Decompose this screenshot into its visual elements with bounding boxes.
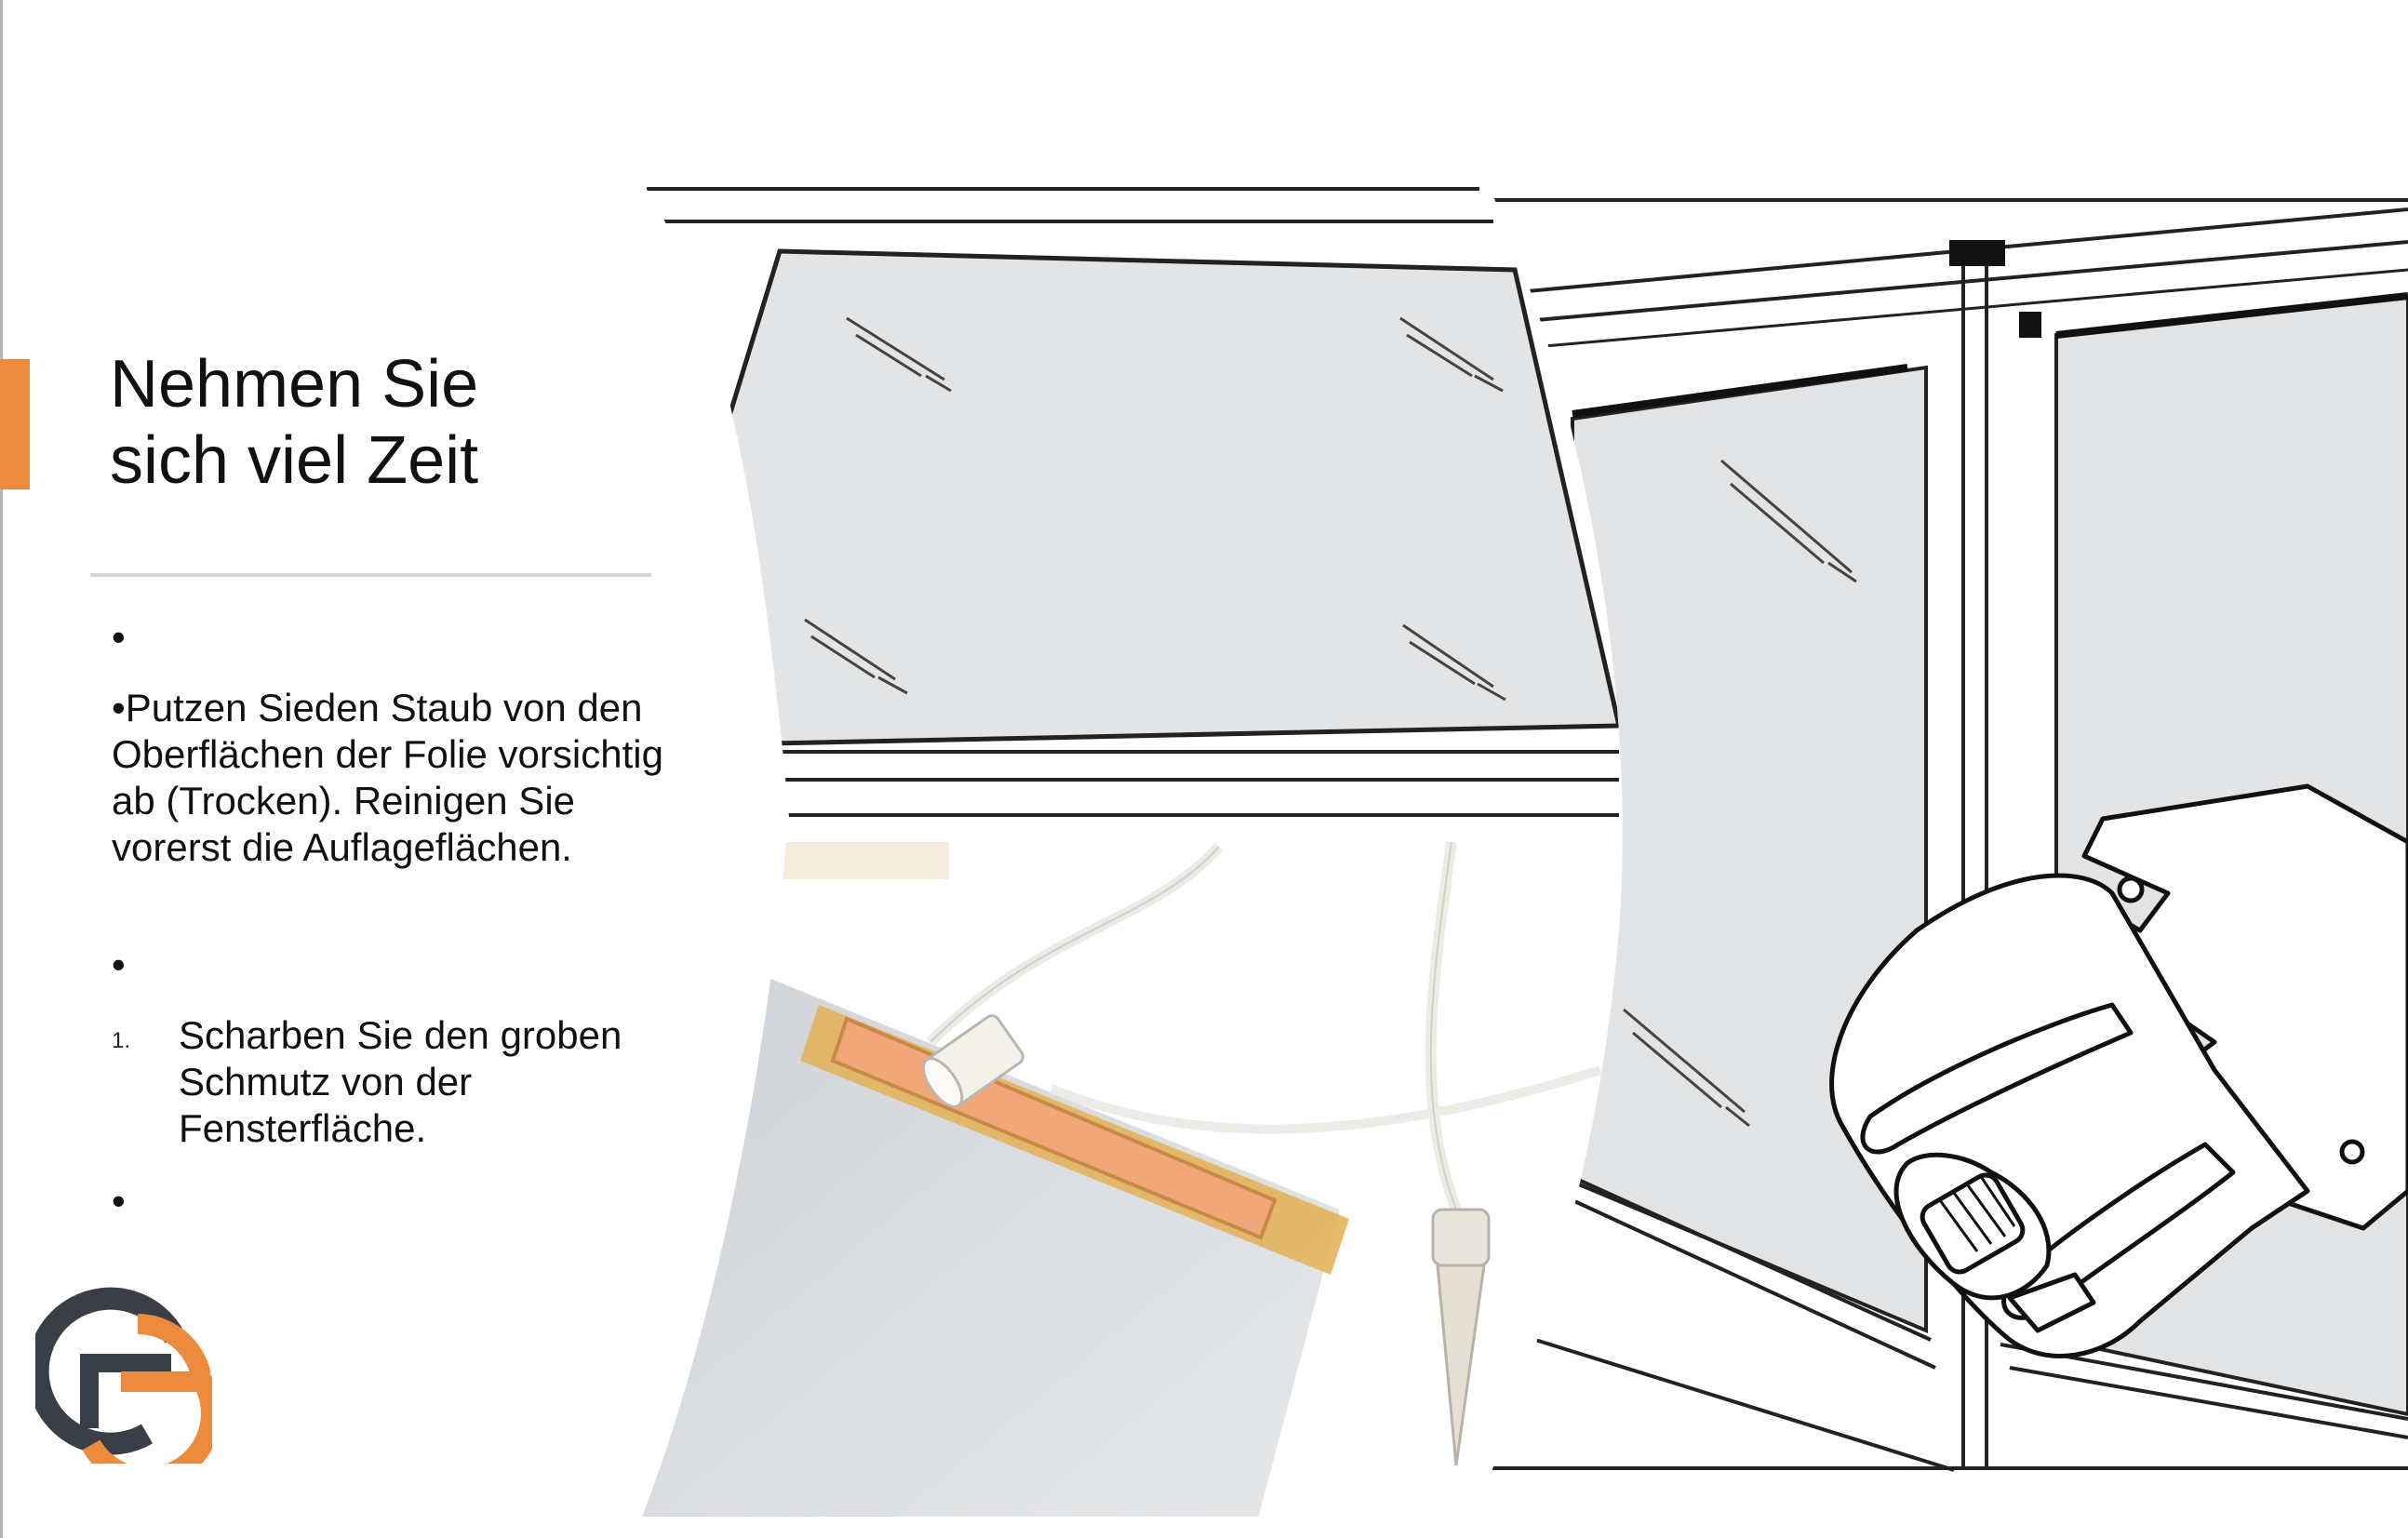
title-line-2: sich viel Zeit — [110, 423, 479, 498]
heating-foil-photo — [642, 842, 1619, 1517]
empty-bullet: • — [112, 615, 126, 659]
window-pane-illustration — [633, 167, 1619, 837]
fcg-logo-icon — [35, 1287, 212, 1464]
accent-bar — [0, 359, 30, 489]
title-divider — [90, 573, 651, 577]
title-line-1: Nehmen Sie — [110, 347, 479, 421]
empty-bullet: • — [112, 943, 126, 986]
numbered-item-number: 1. — [112, 1028, 131, 1053]
window-scraper-illustration — [1489, 186, 2408, 1479]
numbered-item-text: Scharben Sie den groben Schmutz von der … — [179, 1013, 622, 1150]
slide-title: Nehmen Sie sich viel Zeit — [110, 346, 668, 499]
slide-left-border — [0, 0, 3, 1538]
bullet-paragraph: •Putzen Sieden Staub von den Oberflächen… — [112, 686, 663, 869]
empty-bullet: • — [112, 1179, 126, 1223]
